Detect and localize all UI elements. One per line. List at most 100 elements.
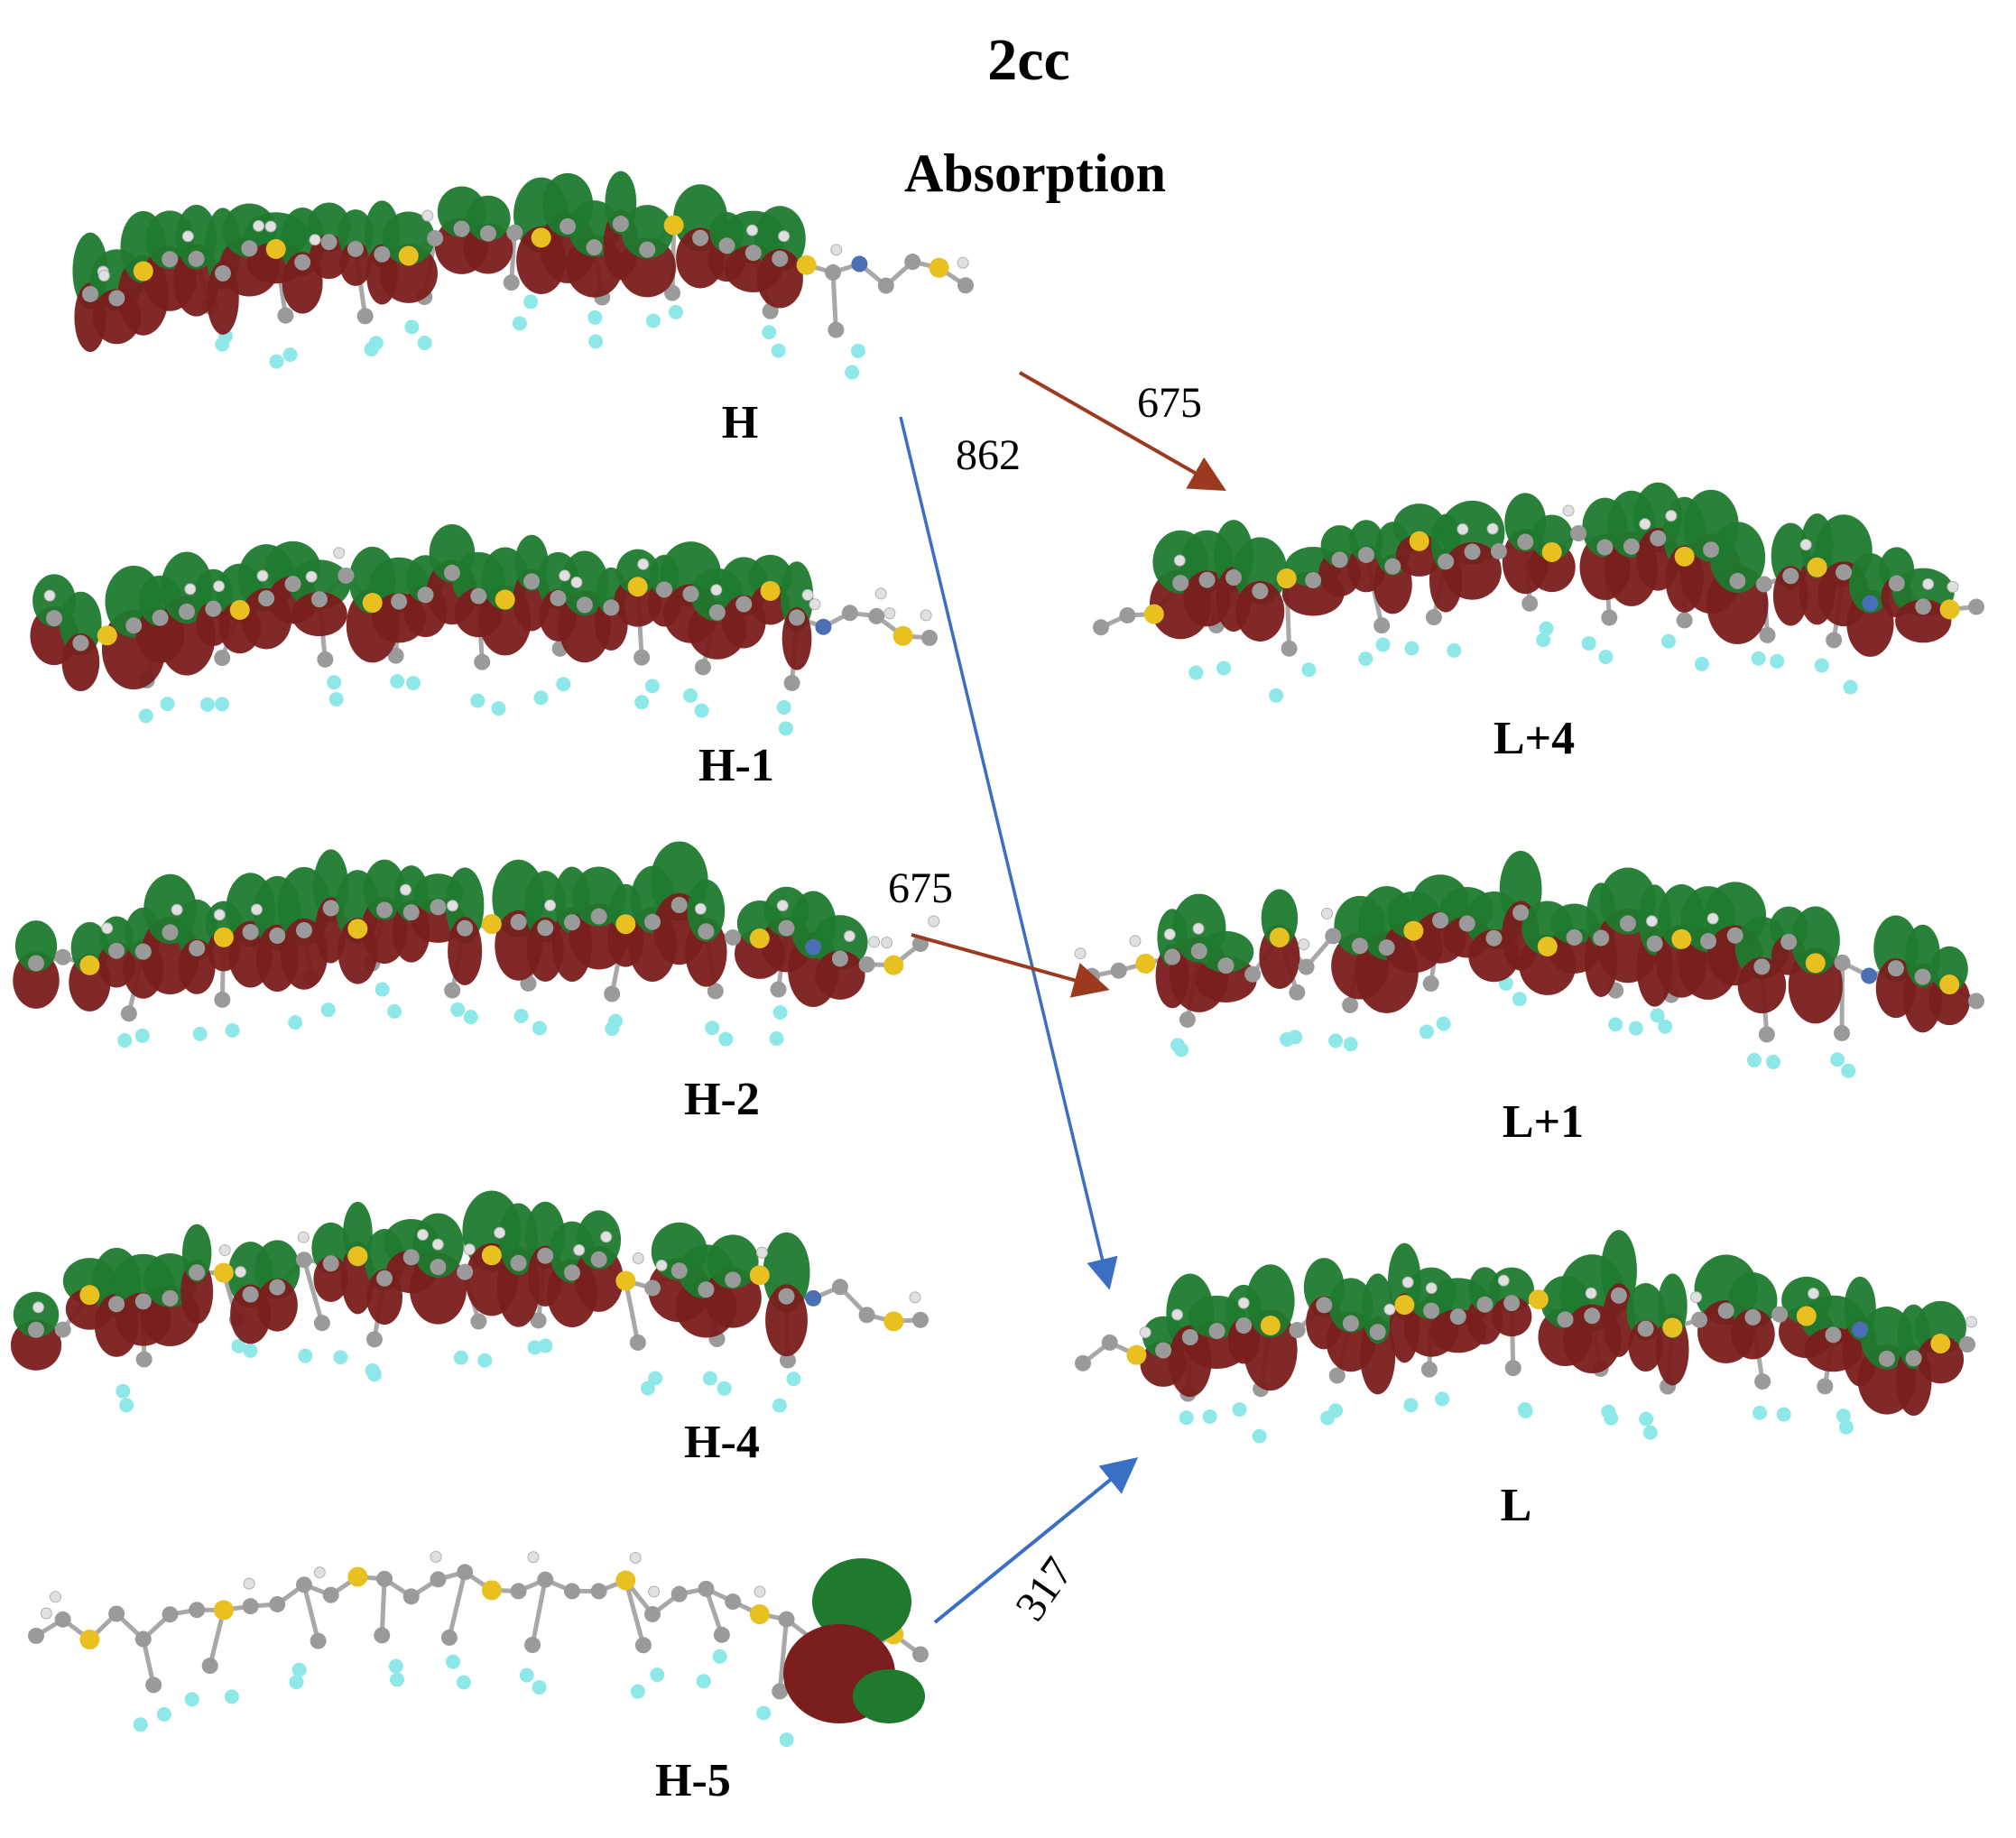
- fluorine-atom: [184, 1692, 199, 1707]
- carbon-atom: [708, 604, 726, 621]
- hydrogen-atom: [1922, 577, 1935, 590]
- carbon-atom: [214, 264, 231, 282]
- hydrogen-atom: [1486, 522, 1499, 535]
- molecule-L: [1075, 1230, 1978, 1444]
- carbon-atom: [858, 956, 875, 973]
- hydrogen-atom: [1425, 1282, 1438, 1295]
- carbon-atom: [1423, 1302, 1440, 1319]
- hydrogen-atom: [527, 1551, 540, 1564]
- molecule-H-5: [28, 1550, 929, 1748]
- fluorine-atom: [375, 982, 390, 997]
- carbon-atom: [912, 1646, 929, 1663]
- carbon-atom: [1384, 558, 1401, 575]
- sulfur-atom: [1939, 599, 1960, 620]
- carbon-atom: [1584, 1307, 1601, 1325]
- hydrogen-atom: [874, 587, 887, 600]
- hydrogen-atom: [101, 922, 114, 935]
- fluorine-atom: [463, 1010, 478, 1025]
- carbon-atom: [1726, 927, 1743, 944]
- carbon-atom: [1905, 1350, 1922, 1367]
- carbon-atom: [1623, 538, 1640, 555]
- carbon-atom: [162, 251, 179, 268]
- sulfur-atom: [1674, 546, 1695, 567]
- fluorine-atom: [298, 1348, 313, 1363]
- orbital-lobe: [1395, 533, 1443, 577]
- hydrogen-atom: [1192, 922, 1205, 935]
- fluorine-atom: [1539, 621, 1554, 636]
- fluorine-atom: [119, 1398, 134, 1413]
- orbital-lobe: [756, 248, 803, 309]
- hydrogen-atom: [755, 1246, 768, 1259]
- fluorine-atom: [404, 319, 420, 335]
- hydrogen-atom: [1173, 554, 1186, 567]
- fluorine-atom: [1174, 1042, 1189, 1058]
- carbon-atom: [1179, 1011, 1196, 1028]
- hydrogen-atom: [920, 609, 932, 622]
- carbon-atom: [417, 586, 434, 604]
- nitrogen-atom: [805, 1289, 822, 1307]
- hydrogen-atom: [1497, 1274, 1510, 1287]
- carbon-atom: [1172, 575, 1189, 592]
- carbon-atom: [189, 939, 206, 956]
- hydrogen-atom: [1646, 915, 1659, 928]
- fluorine-atom: [786, 1372, 801, 1387]
- carbon-atom: [1289, 1322, 1306, 1339]
- nitrogen-atom: [805, 938, 822, 956]
- sulfur-atom: [892, 625, 913, 646]
- hydrogen-atom: [49, 1591, 61, 1603]
- orbital-lobe: [1550, 903, 1598, 945]
- carbon-atom: [1217, 957, 1235, 974]
- hydrogen-atom: [446, 900, 458, 912]
- carbon-atom: [1155, 1342, 1172, 1359]
- fluorine-atom: [712, 1649, 727, 1664]
- carbon-atom: [603, 599, 620, 616]
- carbon-atom: [444, 982, 461, 999]
- sulfur-atom: [79, 1285, 100, 1306]
- carbon-atom: [1328, 1367, 1346, 1384]
- carbon-atom: [503, 274, 520, 291]
- carbon-atom: [1754, 1373, 1771, 1390]
- fluorine-atom: [1447, 642, 1462, 658]
- hydrogen-atom: [416, 1228, 429, 1241]
- side-bond: [379, 1578, 387, 1636]
- fluorine-atom: [1608, 1017, 1623, 1032]
- carbon-atom: [1438, 553, 1455, 570]
- carbon-atom: [783, 674, 800, 691]
- sulfur-atom: [265, 239, 286, 260]
- carbon-atom: [1601, 609, 1618, 626]
- carbon-atom: [376, 901, 393, 919]
- fluorine-atom: [779, 1732, 794, 1748]
- carbon-atom: [365, 1331, 383, 1348]
- fluorine-atom: [1694, 656, 1709, 671]
- carbon-atom: [310, 591, 328, 608]
- carbon-atom: [1619, 915, 1636, 932]
- carbon-atom: [1521, 595, 1539, 612]
- carbon-atom: [391, 593, 408, 610]
- carbon-atom: [1119, 606, 1136, 623]
- fluorine-atom: [771, 343, 786, 358]
- sulfur-atom: [481, 1245, 502, 1266]
- orbital-lobe: [1602, 1283, 1635, 1357]
- carbon-atom: [825, 263, 842, 281]
- carbon-atom: [1225, 569, 1242, 586]
- orbital-lobe: [1320, 525, 1359, 567]
- sulfur-atom: [213, 1262, 234, 1283]
- fluorine-atom: [1598, 650, 1614, 665]
- carbon-atom: [54, 1321, 71, 1338]
- sulfur-atom: [883, 1311, 904, 1332]
- fluorine-atom: [1328, 1403, 1344, 1418]
- fluorine-atom: [116, 1383, 131, 1399]
- hydrogen-atom: [297, 1231, 310, 1243]
- hydrogen-atom: [463, 1243, 476, 1256]
- carbon-atom: [1432, 912, 1449, 929]
- carbon-atom: [1758, 1026, 1775, 1043]
- arrow-H-5-to-L: [933, 1456, 1139, 1624]
- hydrogen-atom: [1139, 1326, 1151, 1339]
- hydrogen-atom: [600, 1231, 613, 1243]
- fluorine-atom: [533, 690, 549, 706]
- hydrogen-atom: [1639, 518, 1651, 531]
- fluorine-atom: [1280, 1031, 1295, 1047]
- hydrogen-atom: [655, 1259, 668, 1271]
- carbon-atom: [1646, 935, 1663, 952]
- carbon-atom: [1422, 975, 1439, 993]
